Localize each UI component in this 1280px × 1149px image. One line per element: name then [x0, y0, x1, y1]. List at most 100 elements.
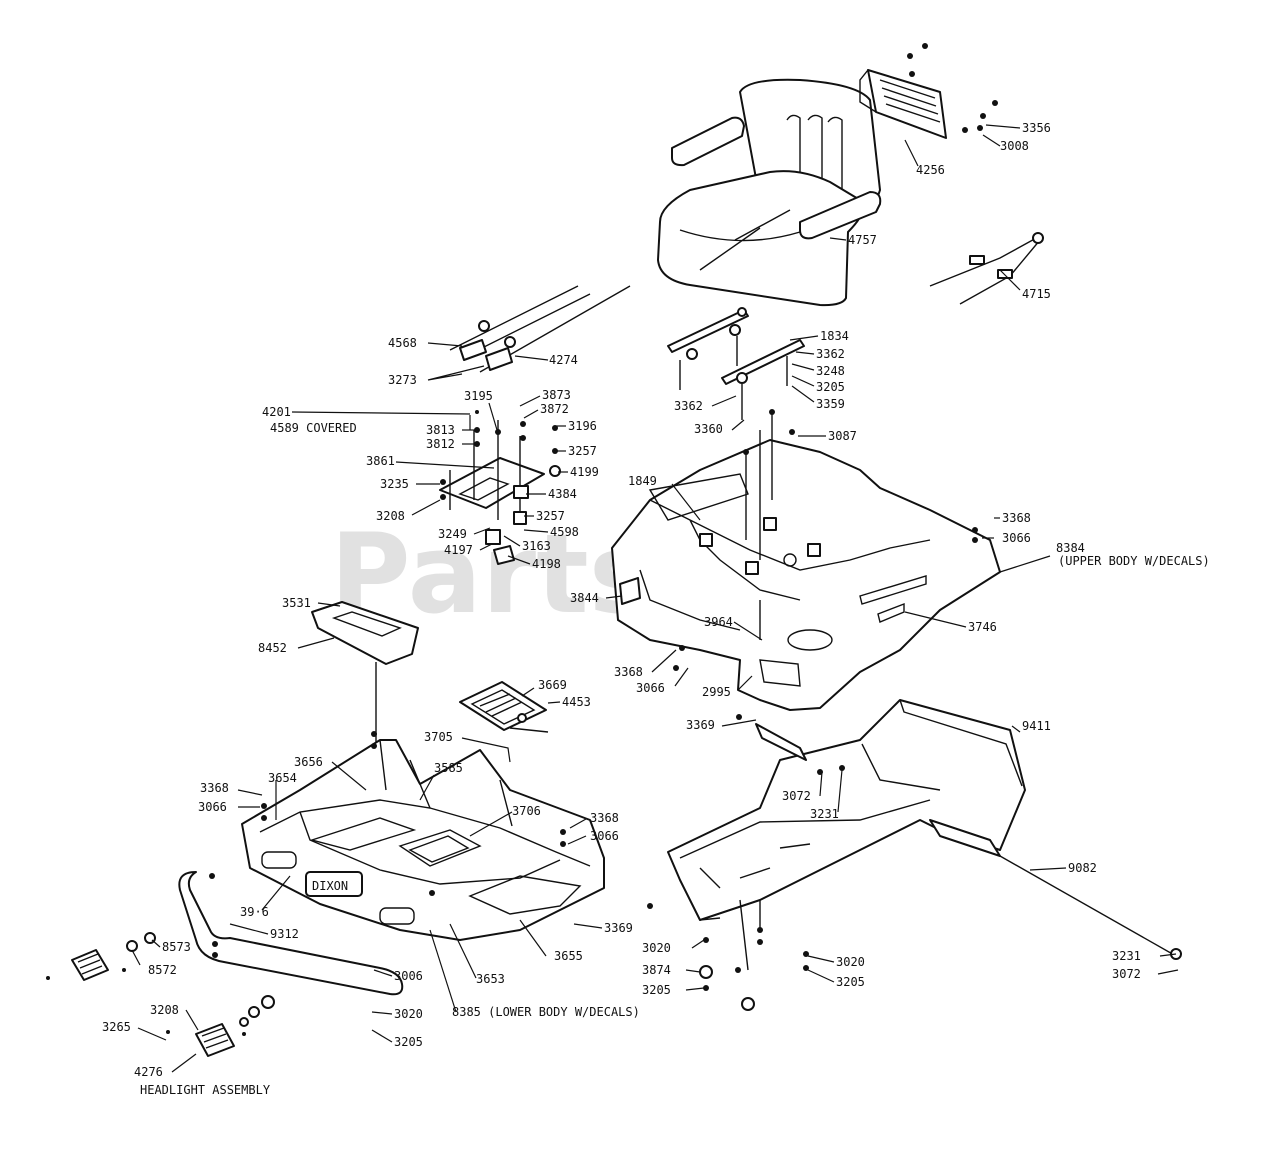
label-4199: 4199 [570, 465, 599, 479]
label-3531: 3531 [282, 596, 311, 610]
label-3812: 3812 [426, 437, 455, 451]
seat [657, 78, 882, 307]
seat-rails [667, 307, 805, 420]
label-2995: 2995 [702, 685, 731, 699]
label-3706: 3706 [512, 804, 541, 818]
label-4274: 4274 [549, 353, 578, 367]
label-3585: 3585 [434, 761, 463, 775]
label-3066b: 3066 [636, 681, 665, 695]
headlight-left [46, 932, 156, 981]
label-headlight-assembly: HEADLIGHT ASSEMBLY [140, 1083, 271, 1097]
label-4197: 4197 [444, 543, 473, 557]
label-4201: 4201 [262, 405, 291, 419]
label-3248: 3248 [816, 364, 845, 378]
label-3813: 3813 [426, 423, 455, 437]
label-4568: 4568 [388, 336, 417, 350]
label-4453: 4453 [562, 695, 591, 709]
lower-body: DIXON [241, 731, 605, 941]
front-bumper [178, 871, 404, 996]
brand-decal: DIXON [312, 879, 348, 893]
label-4276: 4276 [134, 1065, 163, 1079]
label-3356: 3356 [1022, 121, 1051, 135]
label-8384: 8384 [1056, 541, 1085, 555]
seat-belt [929, 232, 1044, 305]
label-3360: 3360 [694, 422, 723, 436]
label-3655: 3655 [554, 949, 583, 963]
label-8384-desc: (UPPER BODY W/DECALS) [1058, 554, 1210, 568]
label-3195: 3195 [464, 389, 493, 403]
bracket-hardware [907, 43, 998, 133]
label-3087: 3087 [828, 429, 857, 443]
label-3362b: 3362 [674, 399, 703, 413]
label-1849: 1849 [628, 474, 657, 488]
label-3861: 3861 [366, 454, 395, 468]
label-3265: 3265 [102, 1020, 131, 1034]
label-8572: 8572 [148, 963, 177, 977]
control-levers [449, 285, 631, 373]
label-3163: 3163 [522, 539, 551, 553]
frame [647, 699, 1182, 1011]
label-3257b: 3257 [536, 509, 565, 523]
control-plate [439, 410, 561, 565]
label-3066a: 3066 [1002, 531, 1031, 545]
label-3249: 3249 [438, 527, 467, 541]
label-3654: 3654 [268, 771, 297, 785]
label-4757: 4757 [848, 233, 877, 247]
label-3362a: 3362 [816, 347, 845, 361]
label-3208a: 3208 [376, 509, 405, 523]
label-3873: 3873 [542, 388, 571, 402]
headlight-right [166, 995, 275, 1057]
label-3844: 3844 [570, 591, 599, 605]
label-4589: 4589 COVERED [270, 421, 357, 435]
label-3205c: 3205 [836, 975, 865, 989]
label-3020b: 3020 [836, 955, 865, 969]
label-3368a: 3368 [1002, 511, 1031, 525]
label-8385: 8385 (LOWER BODY W/DECALS) [452, 1005, 640, 1019]
leader-lines [131, 124, 1179, 1073]
label-3916: 39·6 [240, 905, 269, 919]
label-1834: 1834 [820, 329, 849, 343]
label-3205b: 3205 [642, 983, 671, 997]
label-3231b: 3231 [1112, 949, 1141, 963]
label-3273: 3273 [388, 373, 417, 387]
label-3368b: 3368 [614, 665, 643, 679]
label-3205a: 3205 [816, 380, 845, 394]
label-4198: 4198 [532, 557, 561, 571]
label-3368c: 3368 [200, 781, 229, 795]
label-3746: 3746 [968, 620, 997, 634]
label-3369a: 3369 [686, 718, 715, 732]
label-3669: 3669 [538, 678, 567, 692]
label-9082: 9082 [1068, 861, 1097, 875]
label-3368d: 3368 [590, 811, 619, 825]
upper-body [611, 409, 1001, 720]
label-3656: 3656 [294, 755, 323, 769]
label-3008: 3008 [1000, 139, 1029, 153]
label-3964: 3964 [704, 615, 733, 629]
part-labels: 4256 3356 3008 4757 4715 4568 4274 3273 … [102, 121, 1210, 1097]
label-9411: 9411 [1022, 719, 1051, 733]
label-3231a: 3231 [810, 807, 839, 821]
label-3235: 3235 [380, 477, 409, 491]
label-3066c: 3066 [198, 800, 227, 814]
label-3205d: 3205 [394, 1035, 423, 1049]
label-3020a: 3020 [642, 941, 671, 955]
label-4256: 4256 [916, 163, 945, 177]
label-3072b: 3072 [1112, 967, 1141, 981]
label-3208b: 3208 [150, 1003, 179, 1017]
label-3705: 3705 [424, 730, 453, 744]
label-3196: 3196 [568, 419, 597, 433]
label-3072a: 3072 [782, 789, 811, 803]
label-4598: 4598 [550, 525, 579, 539]
label-3359: 3359 [816, 397, 845, 411]
label-3006: 3006 [394, 969, 423, 983]
label-3257a: 3257 [568, 444, 597, 458]
label-3653: 3653 [476, 972, 505, 986]
label-4715: 4715 [1022, 287, 1051, 301]
label-4384: 4384 [548, 487, 577, 501]
label-8452: 8452 [258, 641, 287, 655]
seat-bracket [859, 69, 947, 139]
label-9312: 9312 [270, 927, 299, 941]
label-3066d: 3066 [590, 829, 619, 843]
label-3874: 3874 [642, 963, 671, 977]
